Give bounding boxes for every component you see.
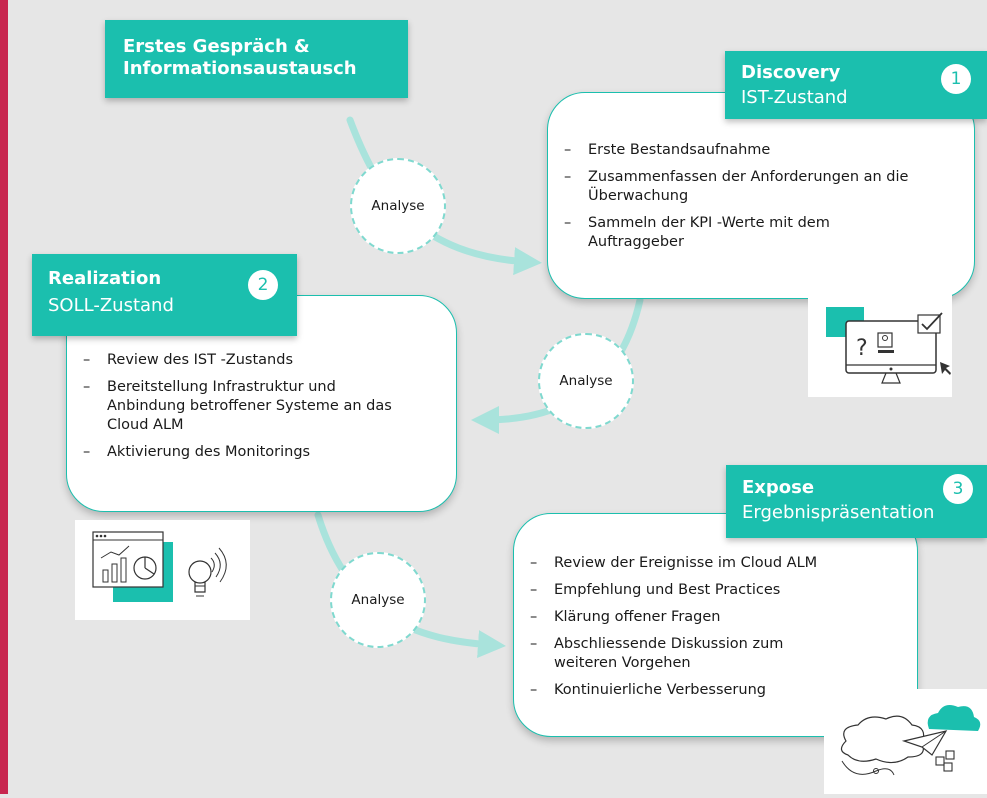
list-item: Erste Bestandsaufnahme [548, 141, 974, 160]
realization-list: Review des IST -Zustands Bereitstellung … [67, 351, 456, 462]
list-item: Kontinuierliche Verbesserung [514, 681, 917, 700]
cloud-paper-plane-illustration [824, 689, 987, 794]
discovery-subtitle: IST-Zustand [741, 87, 848, 108]
analyse-label: Analyse [559, 373, 613, 389]
expose-list: Review der Ereignisse im Cloud ALM Empfe… [514, 554, 917, 700]
realization-title: Realization [48, 268, 162, 289]
list-item: Empfehlung und Best Practices [514, 581, 917, 600]
monitor-question-illustration: ? [808, 295, 952, 397]
analyse-circle: Analyse [330, 552, 426, 648]
list-item: Aktivierung des Monitorings [67, 443, 456, 462]
expose-subtitle: Ergebnispräsentation [742, 502, 935, 523]
expose-title: Expose [742, 477, 815, 498]
discovery-list: Erste Bestandsaufnahme Zusammenfassen de… [548, 141, 974, 252]
step-number-2: 2 [248, 270, 278, 300]
list-item: Sammeln der KPI -Werte mit dem Auftragge… [548, 214, 974, 252]
analyse-circle: Analyse [350, 158, 446, 254]
list-item: Abschliessende Diskussion zum weiteren V… [514, 635, 917, 673]
discovery-title: Discovery [741, 62, 841, 83]
start-box: Erstes Gespräch & Informationsaustausch [105, 20, 408, 98]
realization-subtitle: SOLL-Zustand [48, 295, 174, 316]
analyse-circle: Analyse [538, 333, 634, 429]
list-item: Zusammenfassen der Anforderungen an die … [548, 168, 974, 206]
list-item: Klärung offener Fragen [514, 608, 917, 627]
accent-bar [0, 0, 8, 794]
dashboard-lightbulb-icon [92, 531, 227, 602]
list-item: Review des IST -Zustands [67, 351, 456, 370]
expose-header: Expose Ergebnispräsentation [726, 465, 987, 538]
svg-text:?: ? [856, 336, 868, 361]
analyse-label: Analyse [351, 592, 405, 608]
monitor-question-icon: ? [826, 307, 951, 384]
start-box-title: Erstes Gespräch & Informationsaustausch [123, 36, 357, 79]
discovery-card: Erste Bestandsaufnahme Zusammenfassen de… [547, 92, 975, 299]
analyse-label: Analyse [371, 198, 425, 214]
list-item: Review der Ereignisse im Cloud ALM [514, 554, 917, 573]
dashboard-lightbulb-illustration [75, 520, 250, 620]
cloud-paper-plane-icon [840, 705, 981, 776]
realization-header: Realization SOLL-Zustand [32, 254, 297, 336]
step-number-1: 1 [941, 64, 971, 94]
step-number-3: 3 [943, 474, 973, 504]
list-item: Bereitstellung Infrastruktur und Anbindu… [67, 378, 456, 435]
